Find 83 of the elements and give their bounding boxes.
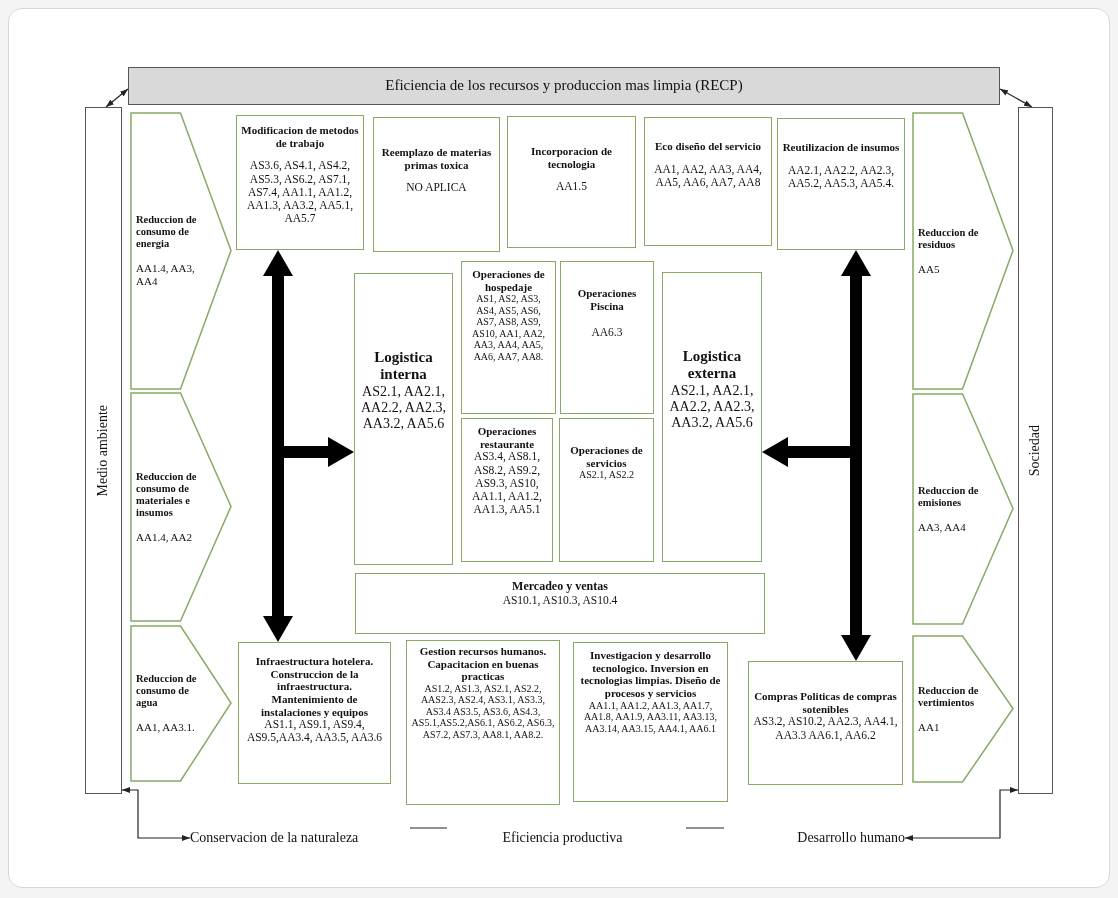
box-text: AS1.2, AS1.3, AS2.1, AS2.2, AAS2.3, AS2.4, AS3.1, AS3.3, AS3.4 AS3.5, AS3.6, AS4.3, AS5.1,AS5.2,AS6.1, AS6.2, AS6.3, AS7.2, AS7.3, AA8.1, AA8.2. bbox=[411, 682, 555, 741]
box-heading: Gestion recursos humanos. Capacitacion en buenas practicas bbox=[418, 645, 548, 683]
text-box bbox=[355, 573, 765, 634]
text-box bbox=[373, 117, 500, 252]
box-heading: Operaciones Piscina bbox=[576, 287, 638, 313]
category-label: Desarrollo humano bbox=[797, 829, 905, 847]
box-text: AS1, AS2, AS3, AS4, AS5, AS6, AS7, AS8, AS9, AS10, AA1, AA2, AA3, AA4, AA5, AA6, AA7, AA8. bbox=[470, 293, 547, 363]
text-box bbox=[777, 118, 905, 250]
bar-title: Eficiencia de los recursos y produccion mas limpia (RECP) bbox=[385, 77, 743, 95]
box-heading: Operaciones de servicios bbox=[569, 444, 644, 470]
box-heading: Logistica interna bbox=[373, 349, 434, 384]
box-heading: Incorporacion de tecnologia bbox=[530, 145, 613, 171]
chevron-panel bbox=[130, 392, 232, 622]
arrow bbox=[904, 787, 1019, 841]
box-text: AS3.4, AS8.1, AS8.2, AS9.2, AS9.3, AS10, AA1.1, AA1.2, AA1.3, AA5.1 bbox=[471, 450, 543, 517]
text-box bbox=[236, 115, 364, 250]
box-text: AS10.1, AS10.3, AS10.4 bbox=[501, 593, 619, 607]
box-text: AA3, AA4 bbox=[918, 520, 967, 534]
category-label: Eficiencia productiva bbox=[502, 829, 623, 847]
arrow bbox=[121, 787, 191, 841]
box-heading: Compras Politicas de compras sotenibles bbox=[753, 690, 898, 716]
text-box bbox=[560, 261, 654, 414]
text-box bbox=[507, 116, 636, 248]
box-text: AS2.1, AA2.1, AA2.2, AA2.3, AA3.2, AA5.6 bbox=[668, 382, 756, 431]
text-box bbox=[662, 272, 762, 562]
chevron-panel bbox=[130, 112, 232, 390]
side-bar bbox=[1018, 107, 1053, 794]
chevron-panel bbox=[912, 112, 1014, 390]
text-box bbox=[406, 640, 560, 805]
text-box bbox=[238, 642, 391, 784]
box-heading: Reduccion de consumo de agua bbox=[136, 673, 198, 710]
arrow bbox=[105, 88, 129, 108]
chevron-panel bbox=[130, 625, 232, 782]
side-bar bbox=[85, 107, 122, 794]
box-text: NO APLICA bbox=[405, 181, 468, 195]
box-text: AA5 bbox=[918, 262, 941, 276]
header-bar bbox=[128, 67, 1000, 105]
box-heading: Reduccion de residuos bbox=[918, 226, 980, 251]
side-label: Medio ambiente bbox=[95, 404, 112, 497]
block-arrow bbox=[263, 250, 293, 642]
box-heading: Operaciones de hospedaje bbox=[471, 268, 546, 294]
block-arrow bbox=[284, 437, 354, 467]
side-label: Sociedad bbox=[1027, 424, 1044, 477]
box-text: AA1.1, AA1.2, AA1.3, AA1.7, AA1.8, AA1.9, AA3.11, AA3.13, AA3.14, AA3.15, AA4.1, AA6.1 bbox=[582, 699, 719, 735]
block-arrow bbox=[841, 250, 871, 661]
box-text: AA1, AA2, AA3, AA4, AA5, AA6, AA7, AA8 bbox=[653, 162, 763, 190]
box-text: AS2.1, AA2.1, AA2.2, AA2.3, AA3.2, AA5.6 bbox=[359, 383, 448, 432]
text-box bbox=[748, 661, 903, 785]
box-heading: Logistica externa bbox=[681, 348, 743, 383]
category-label: Conservacion de la naturaleza bbox=[190, 829, 359, 847]
text-box bbox=[461, 418, 553, 562]
box-text: AA1, AA3.1. bbox=[136, 721, 196, 734]
text-box bbox=[354, 273, 453, 565]
box-text: AA6.3 bbox=[590, 326, 624, 340]
box-heading: Reduccion de emisiones bbox=[918, 484, 980, 509]
box-heading: Reutilizacion de insumos bbox=[782, 141, 900, 154]
box-text: AS3.2, AS10.2, AA2.3, AA4.1, AA3.3 AA6.1, AA6.2 bbox=[753, 715, 898, 742]
box-text: AS3.6, AS4.1, AS4.2, AS5.3, AS6.2, AS7.1, AS7.4, AA1.1, AA1.2, AA1.3, AA3.2, AA5.1, AA5.7 bbox=[245, 159, 355, 226]
box-heading: Modificacion de metodos de trabajo bbox=[241, 124, 359, 150]
text-box bbox=[573, 642, 728, 802]
box-heading: Reemplazo de materias primas toxica bbox=[380, 146, 493, 172]
box-text: AA1.4, AA2 bbox=[136, 530, 193, 544]
box-text: AA1.4, AA3, AA4 bbox=[136, 262, 196, 288]
chevron-panel bbox=[912, 635, 1014, 783]
box-heading: Reduccion de vertimientos bbox=[918, 684, 980, 709]
chevron-panel bbox=[912, 393, 1014, 625]
block-arrow bbox=[762, 437, 850, 467]
box-heading: Reduccion de consumo de materiales e insumos bbox=[136, 470, 198, 519]
box-heading: Reduccion de consumo de energia bbox=[136, 214, 198, 251]
box-text: AS1.1, AS9.1, AS9.4, AS9.5,AA3.4, AA3.5, AA3.6 bbox=[245, 718, 384, 745]
box-text: AS2.1, AS2.2 bbox=[578, 469, 635, 481]
box-heading: Infraestructura hotelera. Construccion de la infraestructura. Mantenimiento de instalaciones y equipos bbox=[254, 655, 375, 719]
box-text: AA2.1, AA2.2, AA2.3, AA5.2, AA5.3, AA5.4. bbox=[786, 163, 896, 191]
arrow bbox=[999, 88, 1033, 108]
box-text: AA1 bbox=[918, 720, 941, 734]
text-box bbox=[461, 261, 556, 414]
text-box bbox=[644, 117, 772, 246]
box-text: AA1.5 bbox=[555, 180, 588, 194]
box-heading: Eco diseño del servicio bbox=[654, 140, 762, 153]
box-heading: Mercadeo y ventas bbox=[511, 580, 609, 594]
box-heading: Investigacion y desarrollo tecnologico. Inversion en tecnologias limpias. Diseño de procesos y servicios bbox=[579, 649, 722, 700]
box-heading: Operaciones restaurante bbox=[476, 425, 538, 451]
text-box bbox=[559, 418, 654, 562]
